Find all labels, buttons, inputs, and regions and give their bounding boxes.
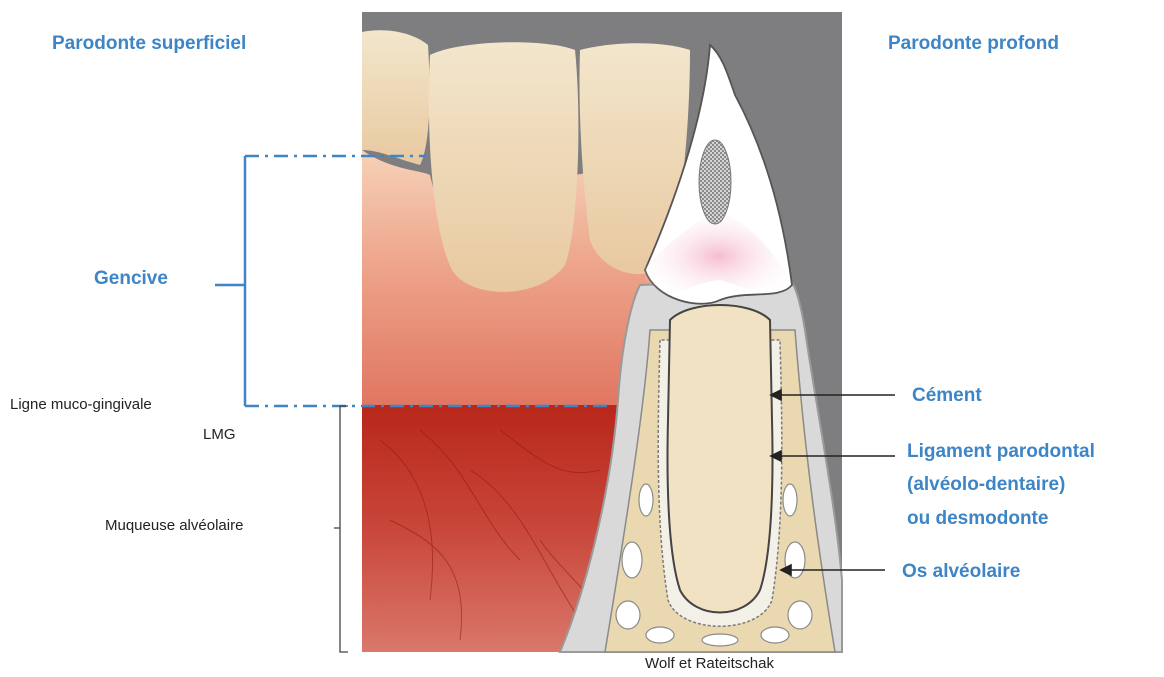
muqueuse-bracket (334, 406, 348, 652)
heading-superficial: Parodonte superficiel (52, 33, 246, 55)
pulp-chamber (699, 140, 731, 224)
label-ligament-line1: Ligament parodontal (907, 441, 1095, 463)
credit-text: Wolf et Rateitschak (645, 655, 774, 672)
label-ligament-line3: ou desmodonte (907, 508, 1048, 530)
label-gencive: Gencive (94, 268, 168, 290)
label-lmg-line1: Ligne muco-gingivale (10, 396, 152, 413)
label-muqueuse: Muqueuse alvéolaire (105, 517, 243, 534)
heading-deep: Parodonte profond (888, 33, 1059, 55)
label-cement: Cément (912, 385, 982, 407)
label-os: Os alvéolaire (902, 561, 1020, 583)
label-ligament-line2: (alvéolo-dentaire) (907, 474, 1065, 496)
tooth-root (668, 305, 773, 613)
tooth-left-partial (362, 30, 430, 165)
tooth-central (429, 42, 579, 292)
label-lmg-line2: LMG (203, 426, 236, 443)
